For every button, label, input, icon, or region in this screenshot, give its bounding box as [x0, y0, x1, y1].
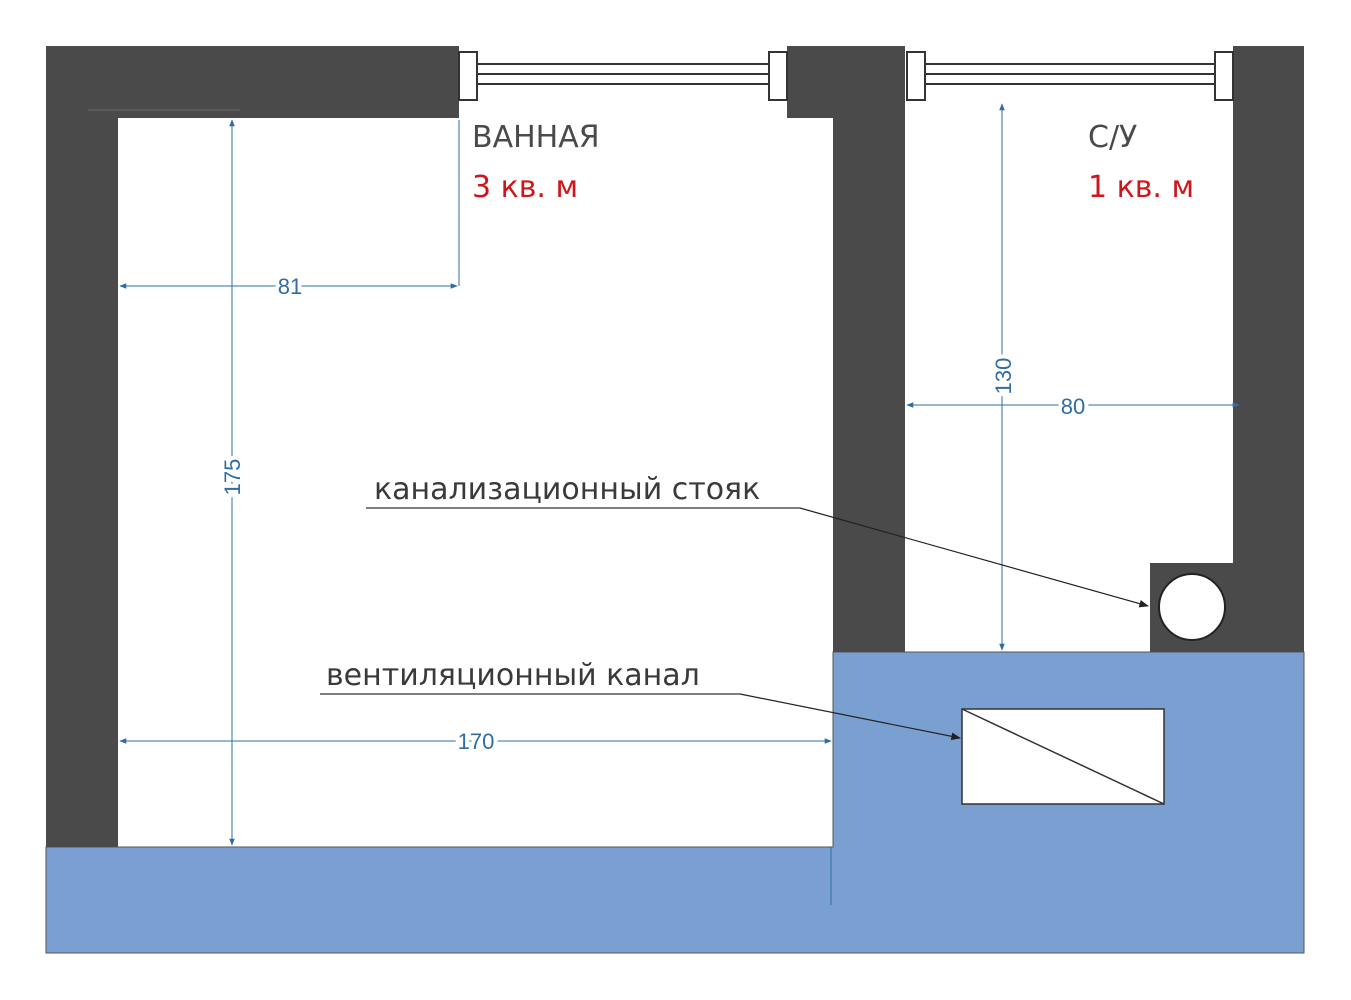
- dimension-label-toilet-depth: 130: [991, 358, 1016, 395]
- wall-left: [46, 46, 118, 847]
- sewer-pipe-icon: [1150, 563, 1233, 652]
- dimension-label-toilet-width: 80: [1061, 394, 1085, 419]
- callout-leader: [739, 693, 961, 741]
- wall-right: [1233, 46, 1304, 652]
- vent-duct-icon: [961, 708, 1165, 805]
- callout-leader: [799, 507, 1149, 608]
- callout-vent-duct: вентиляционный канал: [326, 658, 700, 693]
- room-area-bathroom: 3 кв. м: [472, 170, 578, 205]
- callout-sewer-riser: канализационный стояк: [374, 472, 760, 507]
- room-name-bathroom: ВАННАЯ: [472, 120, 600, 155]
- dimension-label-depth: 175: [220, 459, 245, 496]
- dimension-label-half-width: 81: [278, 274, 302, 299]
- wall-top-left: [46, 46, 459, 118]
- room-area-toilet: 1 кв. м: [1088, 170, 1194, 205]
- window-icon: [906, 51, 1234, 101]
- dimension-label-width: 170: [458, 729, 495, 754]
- wall-partition: [833, 46, 905, 652]
- room-name-toilet: С/У: [1088, 120, 1137, 155]
- window-icon: [458, 51, 788, 101]
